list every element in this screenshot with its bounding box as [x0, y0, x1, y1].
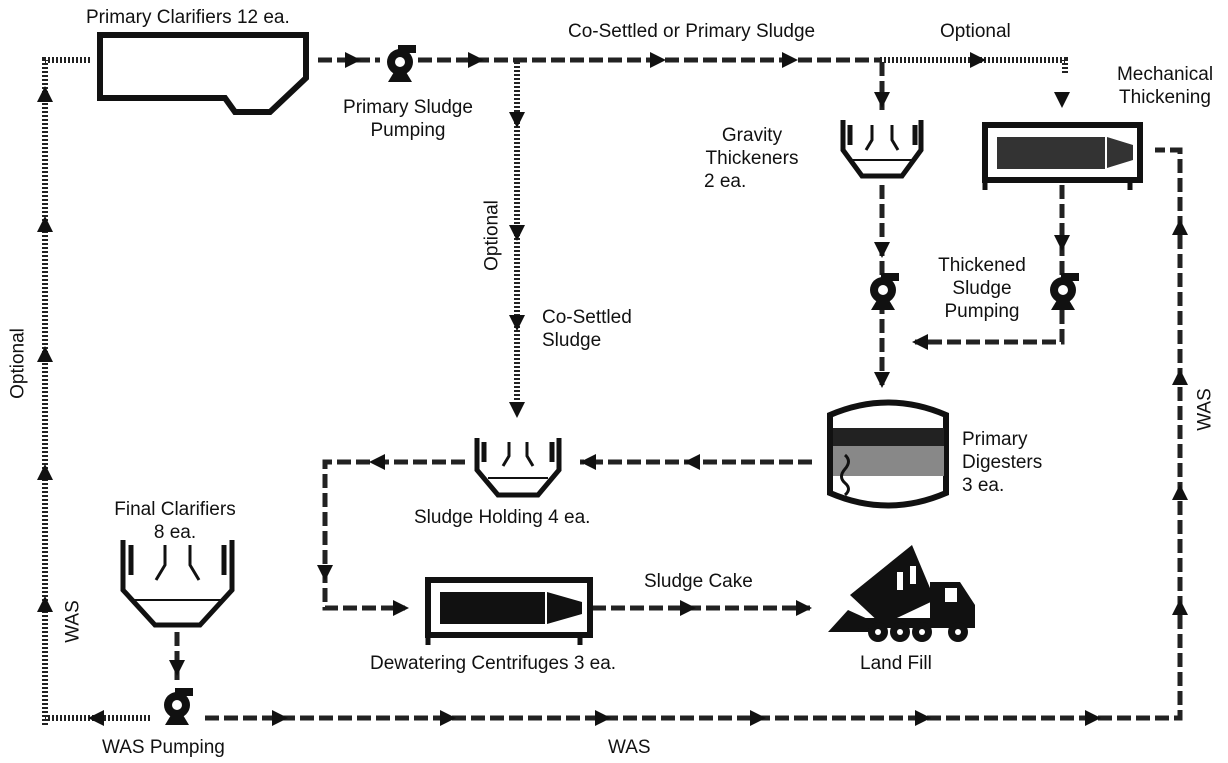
label-line: Digesters	[962, 452, 1043, 473]
flow-top-optional	[880, 57, 1068, 75]
label-co-settled-or-primary: Co-Settled or Primary Sludge	[568, 21, 816, 42]
arrow	[37, 216, 53, 232]
label-primary-clarifiers: Primary Clarifiers 12 ea.	[86, 7, 290, 28]
gravity-thickener-tank	[840, 120, 924, 179]
arrow	[970, 52, 986, 68]
arrow	[1085, 710, 1101, 726]
arrow	[88, 710, 104, 726]
label-line: Primary Sludge	[343, 97, 473, 118]
arrow	[468, 52, 484, 68]
was-pump-icon	[164, 688, 193, 725]
label-line: Pumping	[944, 301, 1020, 322]
flow-left-optional	[42, 57, 90, 725]
label-line: Sludge	[952, 278, 1012, 299]
arrow	[1172, 599, 1188, 615]
arrow	[650, 52, 666, 68]
label-primary-sludge-pumping: Primary Sludge Pumping	[338, 96, 478, 142]
label-line: Co-Settled	[542, 307, 632, 328]
pump-icons	[164, 45, 1079, 725]
label-was-pumping: WAS Pumping	[102, 737, 225, 758]
label-co-settled-sludge: Co-Settled Sludge	[542, 306, 632, 352]
label-line: Final Clarifiers	[114, 499, 236, 520]
dump-truck-icon	[828, 545, 975, 642]
label-line: Gravity	[721, 125, 783, 146]
flow-holding-out	[322, 459, 465, 611]
mechanical-thickener-unit	[982, 122, 1143, 190]
arrow	[1172, 369, 1188, 385]
primary-sludge-pump-icon	[387, 45, 416, 82]
label-sludge-holding: Sludge Holding 4 ea.	[414, 507, 591, 528]
arrow	[782, 52, 798, 68]
arrow	[37, 346, 53, 362]
arrow	[684, 454, 700, 470]
arrow	[169, 660, 185, 676]
label-was-right: WAS	[1194, 388, 1216, 431]
arrow	[680, 600, 696, 616]
label-line: Thickening	[1119, 87, 1211, 108]
arrow	[580, 454, 596, 470]
arrow	[272, 710, 288, 726]
label-optional-top: Optional	[940, 21, 1011, 42]
primary-clarifier-tank	[97, 32, 309, 115]
arrow	[509, 112, 525, 128]
flow-was-bottom	[205, 147, 1183, 721]
gravity-pump-icon	[870, 273, 899, 310]
sludge-holding-tank	[474, 438, 562, 498]
label-gravity-thickeners: Gravity Thickeners 2 ea.	[692, 124, 812, 193]
arrow	[440, 710, 456, 726]
arrow	[369, 454, 385, 470]
label-sludge-cake: Sludge Cake	[644, 571, 753, 592]
arrow	[37, 464, 53, 480]
arrow	[874, 372, 890, 388]
label-line: Thickeners	[705, 148, 799, 169]
label-dewatering-centrifuges: Dewatering Centrifuges 3 ea.	[370, 653, 617, 674]
arrow	[874, 92, 890, 108]
arrow	[317, 565, 333, 581]
label-land-fill: Land Fill	[860, 653, 932, 674]
final-clarifier-tank	[120, 540, 235, 628]
label-line: Sludge	[542, 330, 602, 351]
arrow	[37, 596, 53, 612]
arrow	[595, 710, 611, 726]
label-line: Pumping	[370, 120, 446, 141]
arrow	[393, 600, 409, 616]
label-line: 2 ea.	[704, 171, 747, 192]
arrow	[874, 242, 890, 258]
label-line: Primary	[962, 429, 1028, 450]
label-line: Mechanical	[1116, 64, 1214, 85]
label-final-clarifiers: Final Clarifiers 8 ea.	[100, 498, 250, 544]
label-primary-digesters: Primary Digesters 3 ea.	[962, 428, 1042, 497]
label-thickened-sludge-pumping: Thickened Sludge Pumping	[922, 254, 1042, 323]
arrow	[912, 334, 928, 350]
label-optional-mid: Optional	[481, 200, 503, 271]
label-line: Thickened	[938, 255, 1026, 276]
label-mechanical-thickening: Mechanical Thickening	[1102, 63, 1228, 109]
thickened-pump-icon	[1050, 273, 1079, 310]
arrow	[1054, 92, 1070, 108]
primary-digester-tank	[827, 399, 949, 509]
arrow	[509, 402, 525, 418]
arrow	[345, 52, 361, 68]
arrow	[509, 315, 525, 331]
label-line: 3 ea.	[962, 475, 1005, 496]
arrow	[1172, 484, 1188, 500]
label-line: 8 ea.	[153, 522, 197, 543]
label-optional-left: Optional	[7, 328, 29, 399]
dewatering-centrifuge-unit	[425, 577, 593, 645]
arrowheads	[37, 52, 1188, 726]
arrow	[1054, 235, 1070, 251]
arrow	[750, 710, 766, 726]
arrow	[915, 710, 931, 726]
flow-thickened-return	[915, 310, 1065, 345]
label-was-bottom: WAS	[608, 737, 651, 758]
arrow	[796, 600, 812, 616]
arrow	[1172, 219, 1188, 235]
arrow	[509, 225, 525, 241]
label-was-left: WAS	[62, 600, 84, 643]
arrow	[37, 86, 53, 102]
